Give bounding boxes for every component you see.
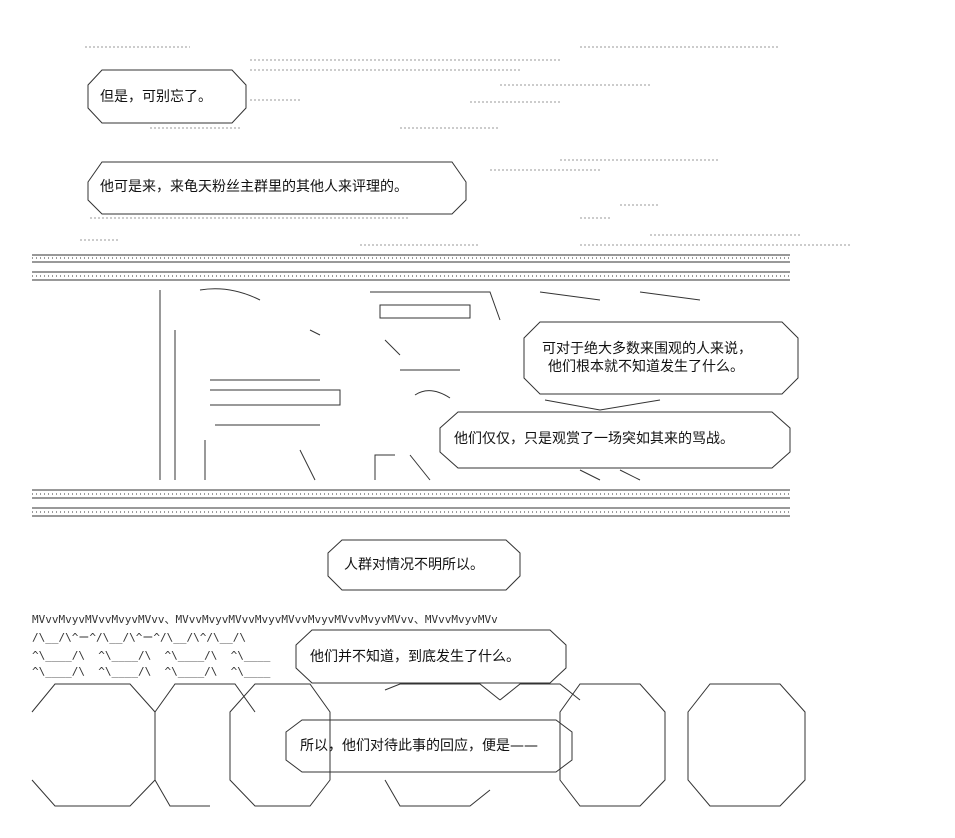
crowd-row-2: /\__/\^ー^/\__/\^ー^/\__/\^/\__/\ <box>32 631 247 644</box>
speech-bubble-5-text: 人群对情况不明所以。 <box>344 557 484 573</box>
crowd-row-3: ^\____/\ ^\____/\ ^\____/\ ^\____ <box>32 649 271 662</box>
speech-bubble-3-text-line-1: 可对于绝大多数来围观的人来说， <box>542 341 752 357</box>
speech-bubble-7-text: 所以，他们对待此事的回应，便是—— <box>300 738 538 754</box>
speech-bubble-2-text: 他可是来，来龟天粉丝主群里的其他人来评理的。 <box>100 179 408 195</box>
speech-bubble-1-text: 但是，可别忘了。 <box>100 89 212 105</box>
crowd-row-1: MVvvMvyvMVvvMvyvMVvv、MVvvMvyvMVvvMvyvMVv… <box>32 613 498 626</box>
crowd-row-4: ^\____/\ ^\____/\ ^\____/\ ^\____ <box>32 665 271 678</box>
speech-bubble-4-text: 他们仅仅，只是观赏了一场突如其来的骂战。 <box>454 431 734 447</box>
speech-bubble-6-text: 他们并不知道，到底发生了什么。 <box>310 649 520 665</box>
speech-bubble-3-text-line-2: 他们根本就不知道发生了什么。 <box>548 359 744 375</box>
